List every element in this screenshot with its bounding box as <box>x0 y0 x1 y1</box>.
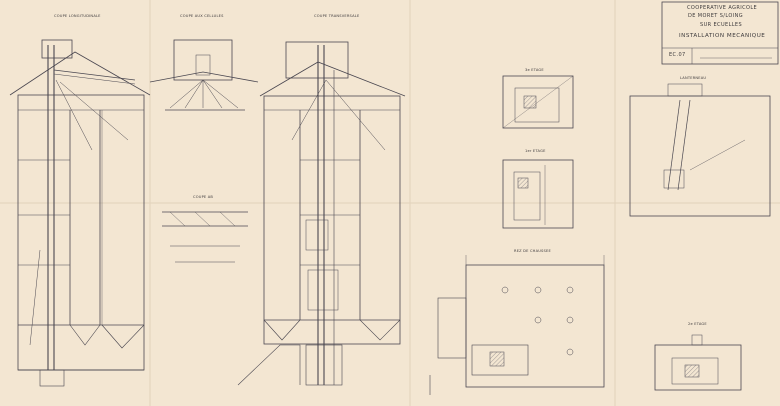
caption-plan-ab: COUPE AB <box>193 195 214 199</box>
caption-transverse: COUPE TRANSVERSALE <box>314 14 360 18</box>
title-line-2: DE MORET S/LOING <box>688 13 744 19</box>
caption-ground: REZ DE CHAUSSEE <box>514 249 551 253</box>
title-line-4: INSTALLATION MECANIQUE <box>679 33 766 39</box>
lanterne-plan <box>629 83 771 217</box>
sheet-code: EC.07 <box>669 52 686 58</box>
cells-section <box>149 39 259 263</box>
transverse-section <box>237 41 406 386</box>
caption-lanterne: LANTERNEAU <box>680 76 707 80</box>
floor3-plan <box>502 75 574 129</box>
longitudinal-section <box>9 39 151 387</box>
title-line-3: SUR ECUELLES <box>700 22 743 28</box>
caption-floor1: 1er ETAGE <box>525 149 546 153</box>
caption-floor2: 2e ETAGE <box>688 322 707 326</box>
ground-plan <box>429 255 605 395</box>
caption-cells: COUPE AUX CELLULES <box>180 14 224 18</box>
caption-floor3: 3e ETAGE <box>525 68 544 72</box>
title-block <box>661 1 779 65</box>
caption-longitudinal: COUPE LONGITUDINALE <box>54 14 101 18</box>
floor2-plan <box>654 334 742 391</box>
floor1-plan <box>502 159 574 229</box>
title-line-1: COOPERATIVE AGRICOLE <box>687 5 758 11</box>
